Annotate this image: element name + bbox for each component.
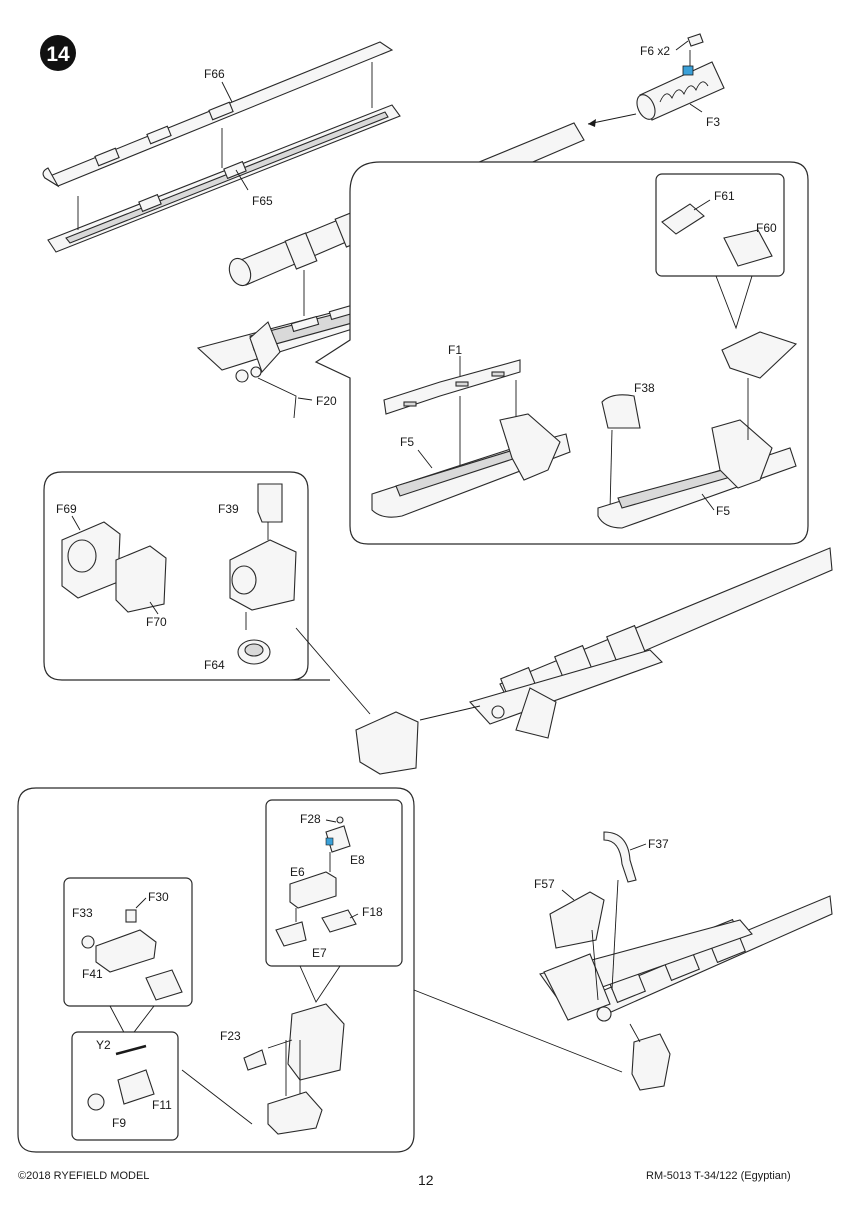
pin-f6 xyxy=(687,33,704,47)
step-badge: 14 xyxy=(40,35,76,71)
part-f60-f61-assembled xyxy=(721,331,798,379)
barrel-half-f65 xyxy=(47,104,401,253)
label-f20: F20 xyxy=(316,394,337,408)
part-f11-assembled xyxy=(145,969,183,1001)
barrel-half-f66 xyxy=(42,41,394,188)
part-f30 xyxy=(125,909,137,923)
page-number: 12 xyxy=(418,1172,434,1188)
muzzle-brake-f3 xyxy=(636,61,725,121)
callout-mantlet xyxy=(43,471,330,681)
label-f61: F61 xyxy=(714,189,735,203)
label-f11: F11 xyxy=(152,1098,172,1112)
part-f28-e8 xyxy=(325,816,351,853)
label-y2: Y2 xyxy=(96,1038,111,1052)
part-f9 xyxy=(87,1093,105,1111)
part-f69 xyxy=(61,521,121,599)
kit-code: RM-5013 T-34/122 (Egyptian) xyxy=(646,1170,791,1182)
part-e7 xyxy=(275,921,307,947)
label-f70: F70 xyxy=(146,615,167,629)
label-e7: E7 xyxy=(312,946,327,960)
part-f39 xyxy=(257,483,283,523)
part-f37 xyxy=(603,831,637,883)
label-f23: F23 xyxy=(220,1029,241,1043)
label-f39: F39 xyxy=(218,502,239,516)
part-e6 xyxy=(289,871,337,909)
label-f38: F38 xyxy=(634,381,655,395)
part-f60 xyxy=(723,229,773,267)
label-f65: F65 xyxy=(252,194,273,208)
part-f18 xyxy=(321,909,357,933)
label-f64: F64 xyxy=(204,658,225,672)
mantlet-assembled xyxy=(229,539,297,611)
label-f5-left: F5 xyxy=(400,435,414,449)
part-f11 xyxy=(117,1069,155,1105)
label-f6: F6 x2 xyxy=(640,44,670,58)
part-f64 xyxy=(237,639,271,665)
label-e8: E8 xyxy=(350,853,365,867)
label-f28: F28 xyxy=(300,812,321,826)
part-f33 xyxy=(81,935,95,949)
step-number: 14 xyxy=(46,43,70,66)
label-f5-right: F5 xyxy=(716,504,730,518)
label-f9: F9 xyxy=(112,1116,126,1130)
label-e6: E6 xyxy=(290,865,305,879)
part-f23 xyxy=(243,1049,267,1071)
label-f37: F37 xyxy=(648,837,669,851)
breech-final xyxy=(631,1033,671,1091)
part-f61 xyxy=(661,203,705,235)
barrel-assembly-middle xyxy=(468,547,833,739)
plate-f1 xyxy=(383,359,521,415)
label-f30: F30 xyxy=(148,890,169,904)
cradle-f5-left xyxy=(371,413,571,518)
barrel-assembly-bottom xyxy=(539,895,833,1022)
mantlet-middle xyxy=(355,711,419,775)
cradle-f5-right xyxy=(597,419,797,529)
part-f70 xyxy=(115,545,167,613)
label-f60: F60 xyxy=(756,221,777,235)
breech-assembly xyxy=(267,1003,345,1135)
part-f38 xyxy=(601,394,641,429)
label-f3: F3 xyxy=(706,115,720,129)
label-f57: F57 xyxy=(534,877,555,891)
copyright: ©2018 RYEFIELD MODEL xyxy=(18,1170,150,1182)
label-f33: F33 xyxy=(72,906,93,920)
label-f41: F41 xyxy=(82,967,103,981)
label-f1: F1 xyxy=(448,343,462,357)
part-y2 xyxy=(115,1044,147,1056)
label-f18: F18 xyxy=(362,905,383,919)
label-f69: F69 xyxy=(56,502,77,516)
label-f66: F66 xyxy=(204,67,225,81)
part-f41 xyxy=(95,929,157,973)
part-f57 xyxy=(549,891,605,949)
